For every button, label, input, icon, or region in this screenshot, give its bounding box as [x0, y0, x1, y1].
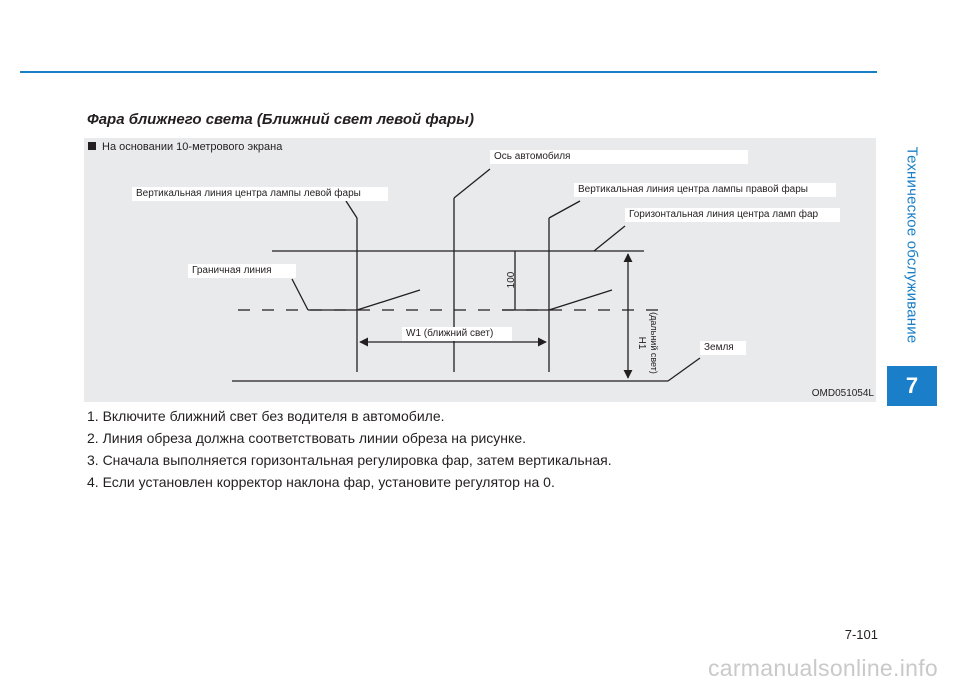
ground-leader: [667, 357, 701, 382]
figure-code: OMD051054L: [811, 388, 874, 399]
w1-label: W1 (ближний свет): [402, 327, 512, 341]
dim-100-label: 100: [506, 271, 517, 288]
h1-sub-label: (дальний свет): [649, 312, 659, 374]
step-item: 1. Включите ближний свет без водителя в …: [87, 408, 445, 424]
steps-list: 1. Включите ближний свет без водителя в …: [87, 405, 612, 493]
car-axis-label: Ось автомобиля: [490, 150, 748, 164]
step-item: 2. Линия обреза должна соответствовать л…: [87, 430, 526, 446]
ground-label: Земля: [700, 341, 746, 355]
headlamp-aim-figure: На основании 10-метрового экрана: [84, 138, 876, 402]
left-vertical-leader: [345, 200, 358, 219]
right-vertical-leader: [548, 200, 581, 219]
left-vertical-label: Вертикальная линия центра лампы левой фа…: [132, 187, 388, 201]
h1-label: H1: [636, 337, 647, 350]
page-number: 7-101: [844, 627, 878, 642]
figure-heading: На основании 10-метрового экрана: [88, 141, 282, 153]
car-axis-leader: [453, 168, 491, 199]
square-bullet-icon: [88, 142, 96, 150]
step-item: 3. Сначала выполняется горизонтальная ре…: [87, 452, 612, 468]
horizontal-label: Горизонтальная линия центра ламп фар: [625, 208, 840, 222]
chapter-badge: 7: [887, 366, 937, 406]
header-rule: [20, 71, 877, 73]
boundary-leader: [291, 278, 309, 311]
right-vertical-label: Вертикальная линия центра лампы правой ф…: [574, 183, 836, 197]
right-cutoff-rise: [548, 289, 613, 311]
sidebar-section-label: Техническое обслуживание: [903, 146, 921, 344]
section-title: Фара ближнего света (Ближний свет левой …: [87, 111, 474, 128]
boundary-label: Граничная линия: [188, 264, 296, 278]
left-cutoff-rise: [356, 289, 421, 311]
sidebar-section: Техническое обслуживание: [887, 130, 937, 360]
figure-heading-text: На основании 10-метрового экрана: [102, 141, 283, 153]
step-item: 4. Если установлен корректор наклона фар…: [87, 474, 555, 490]
aim-diagram: 100 H1 (дальний свет): [232, 168, 701, 382]
watermark: carmanualsonline.info: [707, 655, 938, 681]
horizontal-leader: [593, 225, 626, 252]
